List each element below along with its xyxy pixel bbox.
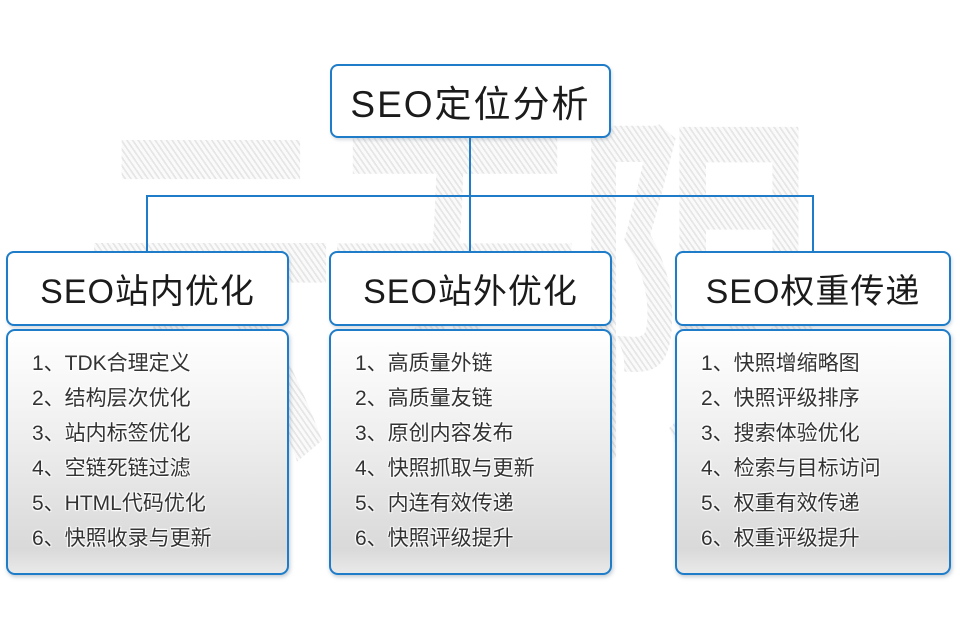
root-node-title: SEO定位分析	[350, 84, 591, 125]
connector-drop-left	[146, 195, 148, 253]
connector-crossbar	[146, 195, 814, 197]
branch-title: SEO站内优化	[40, 273, 255, 311]
branch-header-offsite: SEO站外优化	[329, 251, 612, 326]
list-item: 3、站内标签优化	[32, 422, 191, 445]
list-item: 6、权重评级提升	[701, 527, 860, 550]
connector-drop-right	[812, 195, 814, 253]
list-item: 5、权重有效传递	[701, 492, 860, 515]
list-item: 2、高质量友链	[355, 387, 493, 410]
connector-drop-middle	[469, 195, 471, 253]
list-item: 1、快照增缩略图	[701, 352, 860, 375]
list-item: 2、结构层次优化	[32, 387, 191, 410]
branch-list-onsite: 1、TDK合理定义 2、结构层次优化 3、站内标签优化 4、空链死链过滤 5、H…	[6, 329, 289, 575]
list-item: 3、搜索体验优化	[701, 422, 860, 445]
list-item: 1、TDK合理定义	[32, 352, 191, 375]
branch-header-weight: SEO权重传递	[675, 251, 951, 326]
branch-title: SEO权重传递	[705, 273, 921, 311]
branch-list-offsite: 1、高质量外链 2、高质量友链 3、原创内容发布 4、快照抓取与更新 5、内连有…	[329, 329, 612, 575]
list-item: 6、快照评级提升	[355, 527, 514, 550]
branch-title: SEO站外优化	[363, 273, 578, 311]
list-item: 4、空链死链过滤	[32, 457, 191, 480]
list-item: 4、快照抓取与更新	[355, 457, 535, 480]
connector-root-stem	[469, 136, 471, 196]
branch-header-onsite: SEO站内优化	[6, 251, 289, 326]
list-item: 5、内连有效传递	[355, 492, 514, 515]
item-list: 1、TDK合理定义 2、结构层次优化 3、站内标签优化 4、空链死链过滤 5、H…	[32, 346, 279, 556]
list-item: 5、HTML代码优化	[32, 492, 206, 515]
branch-list-weight: 1、快照增缩略图 2、快照评级排序 3、搜索体验优化 4、检索与目标访问 5、权…	[675, 329, 951, 575]
item-list: 1、快照增缩略图 2、快照评级排序 3、搜索体验优化 4、检索与目标访问 5、权…	[701, 346, 941, 556]
root-node-seo-positioning: SEO定位分析	[330, 64, 611, 138]
list-item: 2、快照评级排序	[701, 387, 860, 410]
list-item: 1、高质量外链	[355, 352, 493, 375]
list-item: 6、快照收录与更新	[32, 527, 212, 550]
list-item: 3、原创内容发布	[355, 422, 514, 445]
item-list: 1、高质量外链 2、高质量友链 3、原创内容发布 4、快照抓取与更新 5、内连有…	[355, 346, 602, 556]
list-item: 4、检索与目标访问	[701, 457, 881, 480]
